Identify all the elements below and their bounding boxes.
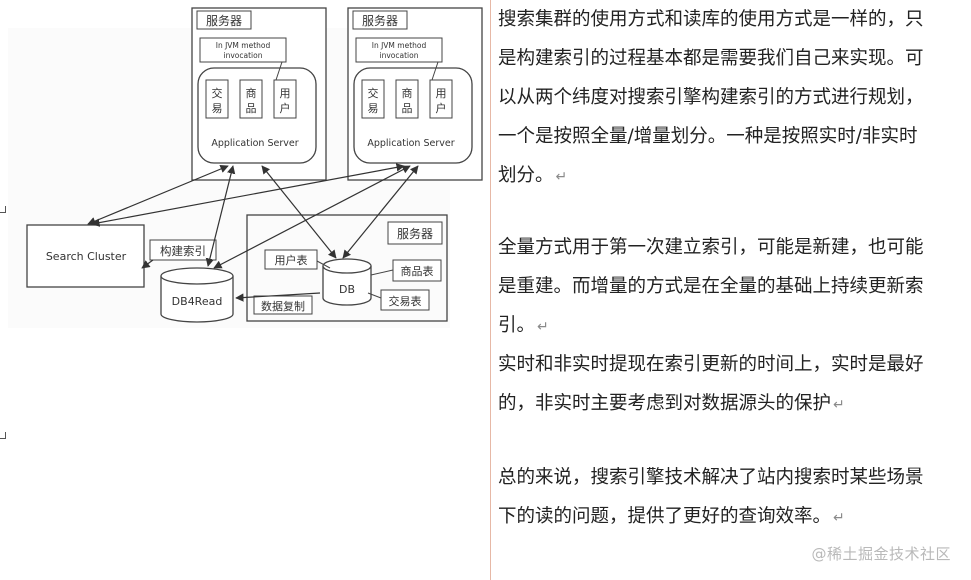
paragraph-line: 划分。↵ <box>498 165 568 186</box>
server-2-goods-char2: 品 <box>402 102 413 115</box>
db4read-cylinder: DB4Read <box>160 267 234 323</box>
paragraph-line: 实时和非实时提现在索引更新的时间上，实时是最好 <box>498 354 924 375</box>
paragraph-line: 全量方式用于第一次建立索引，可能是新建，也可能 <box>498 237 924 258</box>
server-1-user-char1: 用 <box>280 87 291 100</box>
paragraph-line: 总的来说，搜索引擎技术解决了站内搜索时某些场景 <box>498 467 924 488</box>
build-index-label: 构建索引 <box>160 244 206 258</box>
db-label: DB <box>339 283 355 296</box>
paragraph: 总的来说，搜索引擎技术解决了站内搜索时某些场景下的读的问题，提供了更好的查询效率… <box>498 458 924 538</box>
margin-mark <box>0 432 6 439</box>
data-replication-label-box: 数据复制 <box>253 295 313 315</box>
server-2-user-char1: 用 <box>436 87 447 100</box>
paragraph-line: 下的读的问题，提供了更好的查询效率。↵ <box>498 506 845 527</box>
paragraph-line: 搜索集群的使用方式和读库的使用方式是一样的，只 <box>498 9 924 30</box>
return-mark-icon: ↵ <box>537 319 549 335</box>
server-2-goods-char1: 商 <box>402 86 413 100</box>
diagram-arrows <box>87 163 419 302</box>
server-1-goods-char2: 品 <box>246 102 257 115</box>
paragraph-line: 是重建。而增量的方式是在全量的基础上持续更新索 <box>498 276 924 297</box>
server-1-trade-char1: 交 <box>212 86 223 100</box>
paragraph: 全量方式用于第一次建立索引，可能是新建，也可能是重建。而增量的方式是在全量的基础… <box>498 228 924 347</box>
margin-mark <box>0 206 6 213</box>
server-1-user-char2: 户 <box>280 101 291 115</box>
server-2-label: 服务器 <box>362 13 398 28</box>
db4read-label: DB4Read <box>172 295 223 308</box>
paragraph-line: 引。↵ <box>498 315 549 336</box>
return-mark-icon: ↵ <box>833 510 845 526</box>
paragraph: 实时和非实时提现在索引更新的时间上，实时是最好的，非实时主要考虑到对数据源头的保… <box>498 345 924 425</box>
server-1-jvm-line2: invocation <box>224 51 263 60</box>
server-1: 服务器 In JVM method invocation 交 易 商 品 用 户… <box>191 7 327 181</box>
server-1-goods-char1: 商 <box>246 86 257 100</box>
server-2-app-server-label: Application Server <box>367 138 454 149</box>
server-2-trade-char1: 交 <box>368 86 379 100</box>
architecture-diagram: 服务器 In JVM method invocation 交 易 商 品 用 户… <box>26 7 483 323</box>
trade-table-label: 交易表 <box>389 294 422 308</box>
search-cluster-label: Search Cluster <box>46 250 127 263</box>
return-mark-icon: ↵ <box>555 169 568 185</box>
return-mark-icon: ↵ <box>833 397 845 413</box>
server-2-user-char2: 户 <box>436 101 447 115</box>
db-server-label: 服务器 <box>397 226 433 241</box>
paragraph-line: 以从两个纬度对搜索引擎构建索引的方式进行规划， <box>498 87 924 108</box>
paragraph-line: 的，非实时主要考虑到对数据源头的保护↵ <box>498 393 845 414</box>
server-2-jvm-line1: In JVM method <box>372 41 427 50</box>
server-1-app-server-label: Application Server <box>211 138 298 149</box>
paragraph: 搜索集群的使用方式和读库的使用方式是一样的，只是构建索引的过程基本都是需要我们自… <box>498 0 924 197</box>
paragraph-line: 是构建索引的过程基本都是需要我们自己来实现。可 <box>498 48 924 69</box>
column-divider <box>490 0 491 580</box>
server-1-trade-char2: 易 <box>212 102 223 115</box>
server-1-jvm-line1: In JVM method <box>216 41 271 50</box>
watermark: @稀土掘金技术社区 <box>811 545 951 563</box>
user-table-label: 用户表 <box>275 253 308 267</box>
paragraph-line: 一个是按照全量/增量划分。一种是按照实时/非实时 <box>498 126 918 147</box>
server-2-jvm-line2: invocation <box>380 51 419 60</box>
server-2: 服务器 In JVM method invocation 交 易 商 品 用 户… <box>347 7 483 181</box>
search-cluster: Search Cluster <box>26 224 145 288</box>
server-1-label: 服务器 <box>206 13 242 28</box>
server-2-trade-char2: 易 <box>368 102 379 115</box>
text-column: 搜索集群的使用方式和读库的使用方式是一样的，只是构建索引的过程基本都是需要我们自… <box>498 0 971 580</box>
build-index-label-box: 构建索引 <box>149 239 217 261</box>
goods-table-label: 商品表 <box>401 264 434 278</box>
data-replication-label: 数据复制 <box>261 299 305 313</box>
